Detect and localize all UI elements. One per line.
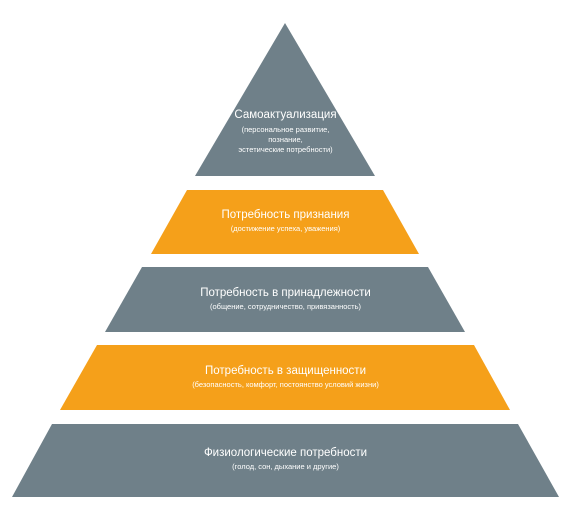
pyramid-layer-1 [195,23,375,176]
pyramid-layer-5 [12,424,559,497]
pyramid-layer-3 [105,267,465,332]
pyramid-layer-2 [151,190,419,254]
pyramid-layer-4 [60,345,510,410]
